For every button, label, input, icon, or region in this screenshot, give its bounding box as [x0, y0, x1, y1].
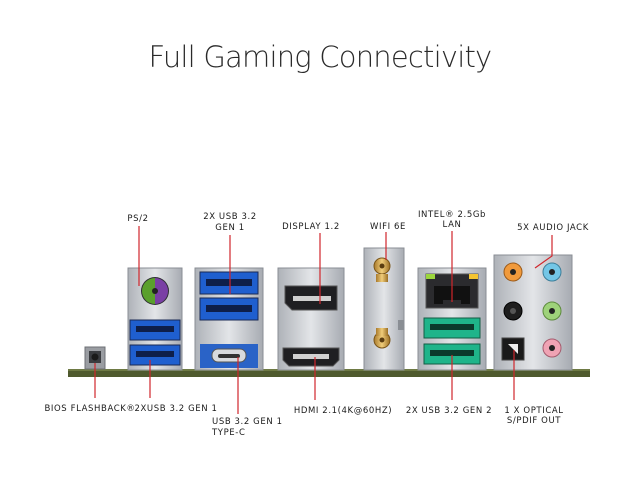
- label-display: DISPLAY 1.2: [282, 222, 340, 232]
- ps2-usb-stack: [127, 267, 183, 371]
- pcb-board: [68, 369, 590, 377]
- label-lan-line2: LAN: [442, 220, 462, 230]
- label-bios-flashback: BIOS FLASHBACK®: [44, 404, 136, 414]
- usb-gen1-typec-stack: [194, 267, 264, 371]
- label-usb-gen1-top-line1: 2X USB 3.2: [203, 212, 257, 222]
- label-lan-line1: INTEL® 2.5Gb: [417, 210, 487, 220]
- label-usb-gen1-bottom: 2XUSB 3.2 GEN 1: [134, 404, 218, 414]
- label-audio: 5X AUDIO JACK: [517, 223, 589, 233]
- label-optical-line1: 1 X OPTICAL: [504, 406, 564, 416]
- label-typec-line2: TYPE-C: [212, 428, 246, 438]
- label-hdmi: HDMI 2.1(4K@60HZ): [293, 406, 393, 416]
- label-usb-gen2: 2X USB 3.2 GEN 2: [405, 406, 493, 416]
- wifi-antenna-panel: [363, 247, 405, 371]
- callout-lines: [94, 226, 553, 414]
- label-typec-line1: USB 3.2 GEN 1: [212, 417, 283, 427]
- label-usb-gen1-top-line2: GEN 1: [215, 223, 245, 233]
- audio-jack-panel: [493, 254, 573, 371]
- label-ps2: PS/2: [127, 214, 149, 224]
- page-title: Full Gaming Connectivity: [148, 40, 493, 74]
- label-wifi: WIFI 6E: [370, 222, 406, 232]
- label-optical-line2: S/PDIF OUT: [506, 416, 562, 426]
- bios-flashback-button: [84, 346, 106, 370]
- display-hdmi-stack: [277, 267, 345, 371]
